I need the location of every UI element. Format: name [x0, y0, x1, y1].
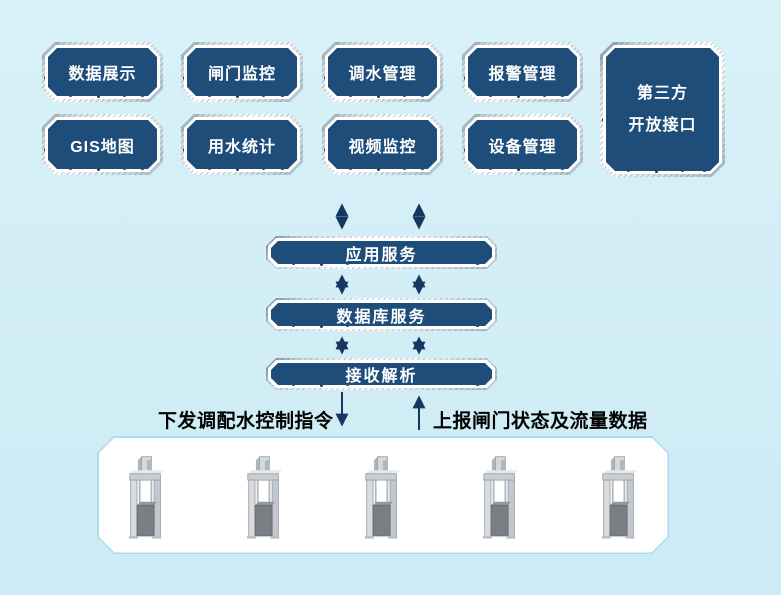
module-gate-monitoring: 闸门监控: [181, 42, 303, 102]
node-label: 报警管理: [488, 66, 557, 83]
node-label: 数据展示: [68, 66, 137, 83]
node-face: 接收解析: [271, 363, 492, 385]
node-face: 第三方 开放接口: [606, 48, 719, 171]
node-label: 设备管理: [488, 138, 557, 156]
node-label: 调水管理: [348, 66, 417, 83]
module-data-display: 数据展示: [42, 42, 163, 102]
module-gis-map: GIS地图: [42, 114, 163, 175]
sluice-gate-icon: [355, 453, 409, 545]
node-face: 用水统计: [187, 120, 297, 169]
sluice-gate-icon: [473, 453, 527, 545]
node-label-line2: 开放接口: [628, 116, 697, 134]
module-water-usage-stats: 用水统计: [181, 114, 303, 175]
node-label-line1: 第三方: [636, 84, 688, 102]
node-label: 数据库服务: [336, 308, 427, 326]
service-bar-application: 应用服务: [266, 236, 497, 269]
node-label: 接收解析: [345, 368, 418, 385]
node-face: 报警管理: [468, 48, 577, 96]
node-label: 闸门监控: [207, 66, 276, 83]
module-water-dispatch: 调水管理: [322, 42, 443, 102]
module-third-party-api: 第三方 开放接口: [600, 42, 725, 177]
node-label: 用水统计: [207, 138, 276, 156]
module-video-monitoring: 视频监控: [322, 114, 443, 175]
node-face: 数据库服务: [271, 303, 492, 326]
node-face: 应用服务: [271, 241, 492, 264]
node-face: 数据展示: [48, 48, 157, 96]
uplink-flow-label: 上报闸门状态及流量数据: [433, 411, 648, 432]
node-face: 设备管理: [468, 120, 577, 169]
sluice-gate-icon: [237, 453, 291, 545]
node-label: GIS地图: [70, 138, 135, 156]
service-bar-receive-parse: 接收解析: [266, 358, 497, 390]
node-face: 调水管理: [328, 48, 437, 96]
field-devices-panel: [97, 436, 669, 554]
node-label: 应用服务: [345, 246, 418, 264]
module-alarm-management: 报警管理: [462, 42, 583, 102]
node-face: GIS地图: [48, 120, 157, 169]
node-face: 闸门监控: [187, 48, 297, 96]
service-bar-database: 数据库服务: [266, 298, 497, 331]
node-label: 视频监控: [348, 138, 417, 156]
node-face: 视频监控: [328, 120, 437, 169]
sluice-gate-icon: [119, 453, 173, 545]
sluice-gate-icon: [592, 453, 646, 545]
downlink-flow-label: 下发调配水控制指令: [158, 411, 334, 432]
field-devices-panel-inner: [99, 438, 668, 553]
module-device-management: 设备管理: [462, 114, 583, 175]
